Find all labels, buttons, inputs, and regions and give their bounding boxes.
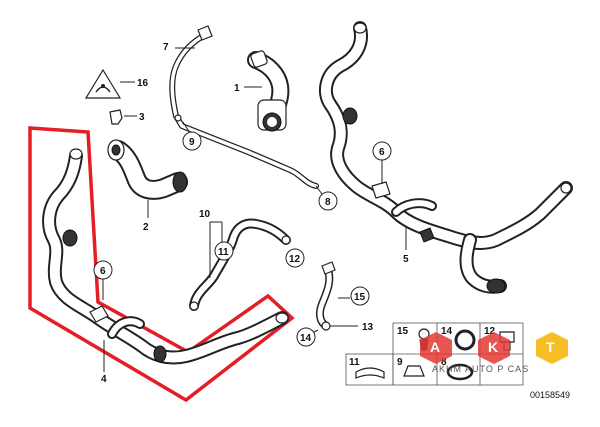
callout-circle-8 xyxy=(318,191,338,211)
warning-label-icon xyxy=(84,68,122,99)
legend-ring-14-icon xyxy=(454,329,476,351)
legend-cell-8: 8 xyxy=(441,357,447,368)
label-2: 2 xyxy=(143,222,149,233)
label-6a: 6 xyxy=(100,266,106,277)
label-8: 8 xyxy=(325,197,331,208)
highlight-outline xyxy=(28,126,295,403)
vent-pipe xyxy=(169,25,319,189)
legend-clip-9-icon xyxy=(403,365,425,377)
label-3: 3 xyxy=(139,112,145,123)
label-1: 1 xyxy=(234,83,240,94)
label-9: 9 xyxy=(189,137,195,148)
legend-cell-9: 9 xyxy=(397,357,403,368)
callout-circle-15 xyxy=(350,286,370,306)
legend-cell-11: 11 xyxy=(349,357,360,368)
hose-5 xyxy=(318,21,573,294)
label-12: 12 xyxy=(289,254,301,265)
watermark-logo: A K T xyxy=(420,332,568,364)
callout-circle-11 xyxy=(214,241,234,261)
label-13: 13 xyxy=(362,322,374,333)
label-16: 16 xyxy=(137,78,149,89)
hose-10 xyxy=(189,218,291,311)
label-15: 15 xyxy=(354,292,366,303)
legend-cell-12: 12 xyxy=(484,326,496,337)
legend-clip-11-icon xyxy=(355,367,385,379)
svg-text:T: T xyxy=(546,339,555,355)
callout-circle-6b xyxy=(372,141,392,161)
label-6b: 6 xyxy=(379,147,385,158)
legend-cell-14: 14 xyxy=(441,326,453,337)
diagram-number: 00158549 xyxy=(530,390,570,400)
legend-cell-15: 15 xyxy=(397,326,409,337)
callout-circle-6a xyxy=(93,260,113,280)
label-10: 10 xyxy=(199,209,211,220)
leader-8 xyxy=(315,185,323,195)
label-11: 11 xyxy=(218,247,229,258)
callout-circle-14 xyxy=(296,327,316,347)
hose-4 xyxy=(42,148,289,365)
clip-icon xyxy=(109,109,123,125)
svg-text:A: A xyxy=(430,339,440,355)
hose-1 xyxy=(247,50,290,132)
legend-clamp-8-icon xyxy=(446,363,474,381)
svg-text:K: K xyxy=(488,339,498,355)
label-14: 14 xyxy=(300,333,312,344)
hose-13 xyxy=(315,261,336,331)
watermark-text: AKHM AUTO P CAS xyxy=(432,364,529,374)
label-4: 4 xyxy=(101,374,107,385)
label-7: 7 xyxy=(163,42,169,53)
callout-circle-12 xyxy=(285,248,305,268)
label-5: 5 xyxy=(403,254,409,265)
callout-circle-9 xyxy=(182,131,202,151)
hose-2 xyxy=(107,139,188,200)
leader-9 xyxy=(182,121,191,134)
